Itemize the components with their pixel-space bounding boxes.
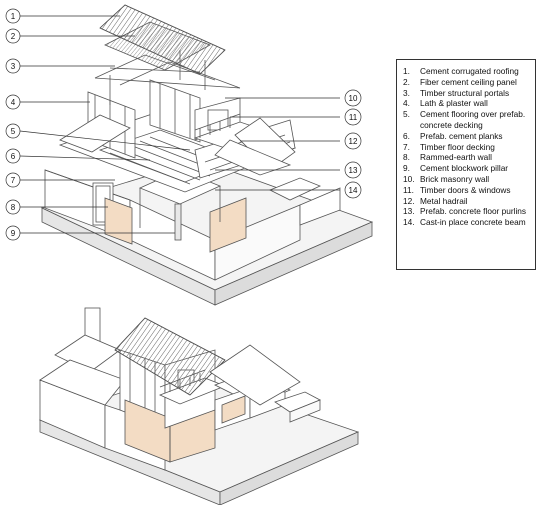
legend-item: 14. Cast-in place concrete beam — [403, 217, 531, 228]
callout-number-2: 2 — [11, 32, 16, 41]
legend-text: Timber structural portals — [420, 87, 510, 98]
legend-number: 13. — [403, 206, 415, 217]
legend-text: Fiber cement ceiling panel — [420, 76, 517, 87]
callout-number-7: 7 — [11, 176, 16, 185]
ground-floor-block — [44, 169, 341, 281]
legend-number: 14. — [403, 217, 415, 228]
legend-text: Prefab. concrete floor purlins — [420, 206, 527, 217]
callout-number-1: 1 — [11, 12, 16, 21]
legend-item: 4. Lath & plaster wall — [403, 98, 531, 109]
legend-item: 3. Timber structural portals — [403, 88, 531, 99]
legend-number: 4. — [403, 98, 410, 109]
callout-circle-10 — [344, 89, 362, 107]
legend-number: 8. — [403, 152, 410, 163]
callout-circle-7 — [5, 172, 21, 188]
legend-text: Prefab. cement planks — [420, 130, 503, 141]
legend-number: 6. — [403, 130, 410, 141]
legend-number: 2. — [403, 76, 410, 87]
legend-number: 9. — [403, 163, 410, 174]
legend-number: 12. — [403, 195, 415, 206]
legend-item: 11. Timber doors & windows — [403, 185, 531, 196]
legend-text: Cast-in place concrete beam — [420, 217, 526, 228]
callout-circle-4 — [5, 94, 21, 110]
callout-circle-2 — [5, 28, 21, 44]
side-roof — [209, 344, 301, 406]
rammed-earth-panel — [209, 197, 247, 253]
legend-item: 13. Prefab. concrete floor purlins — [403, 206, 531, 217]
legend-text: Cement flooring over prefab. concrete de… — [420, 109, 526, 130]
legend-item: 1. Cement corrugated roofing — [403, 66, 531, 77]
legend-text: Lath & plaster wall — [420, 98, 488, 109]
legend-text: Timber doors & windows — [420, 184, 511, 195]
callout-circle-8 — [5, 199, 21, 215]
callout-number-13: 13 — [349, 166, 358, 175]
callout-number-10: 10 — [349, 94, 358, 103]
callout-markers — [5, 8, 362, 241]
callout-circle-1 — [5, 8, 21, 24]
callout-circle-5 — [5, 123, 21, 139]
legend-item: 8. Rammed-earth wall — [403, 152, 531, 163]
legend-text: Metal hadrail — [420, 195, 468, 206]
rammed-earth-panel — [221, 395, 246, 424]
rammed-earth-panel — [104, 197, 133, 245]
exploded-axonometric — [40, 4, 374, 306]
side-roofs — [59, 114, 296, 176]
legend-number: 7. — [403, 141, 410, 152]
callout-number-6: 6 — [11, 152, 16, 161]
legend-text: Cement corrugated roofing — [420, 66, 519, 76]
legend-item: 9. Cement blockwork pillar — [403, 163, 531, 174]
callouts — [19, 15, 340, 234]
callout-circle-12 — [344, 132, 362, 150]
legend-number: 1. — [403, 66, 410, 76]
legend-text: Timber floor decking — [420, 141, 495, 152]
callout-circle-6 — [5, 148, 21, 164]
callout-circle-9 — [5, 225, 21, 241]
callout-number-12: 12 — [349, 137, 358, 146]
callout-circle-14 — [344, 181, 362, 199]
legend-item: 6. Prefab. cement planks — [403, 131, 531, 142]
callout-number-8: 8 — [11, 203, 16, 212]
callout-number-3: 3 — [11, 62, 16, 71]
callout-circle-3 — [5, 58, 21, 74]
legend-item: 5. Cement flooring over prefab. concrete … — [403, 109, 531, 131]
callout-circle-13 — [344, 161, 362, 179]
legend-number: 3. — [403, 87, 410, 98]
callout-number-5: 5 — [11, 127, 16, 136]
legend-item: 12. Metal hadrail — [403, 196, 531, 207]
legend-number: 11. — [403, 184, 414, 195]
legend-item: 7. Timber floor decking — [403, 142, 531, 153]
legend-box: 1. Cement corrugated roofing 2. Fiber ceme… — [396, 59, 536, 270]
callout-number-11: 11 — [349, 113, 358, 122]
legend-number: 10. — [403, 173, 415, 184]
assembled-axonometric — [38, 307, 360, 505]
callout-number-9: 9 — [11, 229, 16, 238]
callout-numbers: 1 2 3 4 5 6 7 8 9 10 11 12 13 14 — [11, 12, 358, 238]
legend-number: 5. — [403, 109, 410, 120]
callout-circle-11 — [344, 108, 362, 126]
legend-text: Cement blockwork pillar — [420, 163, 509, 174]
legend-item: 2. Fiber cement ceiling panel — [403, 77, 531, 88]
legend-item: 10. Brick masonry wall — [403, 174, 531, 185]
callout-number-14: 14 — [349, 186, 358, 195]
callout-number-4: 4 — [11, 98, 16, 107]
legend-text: Rammed-earth wall — [420, 152, 492, 163]
legend-text: Brick masonry wall — [420, 173, 490, 184]
